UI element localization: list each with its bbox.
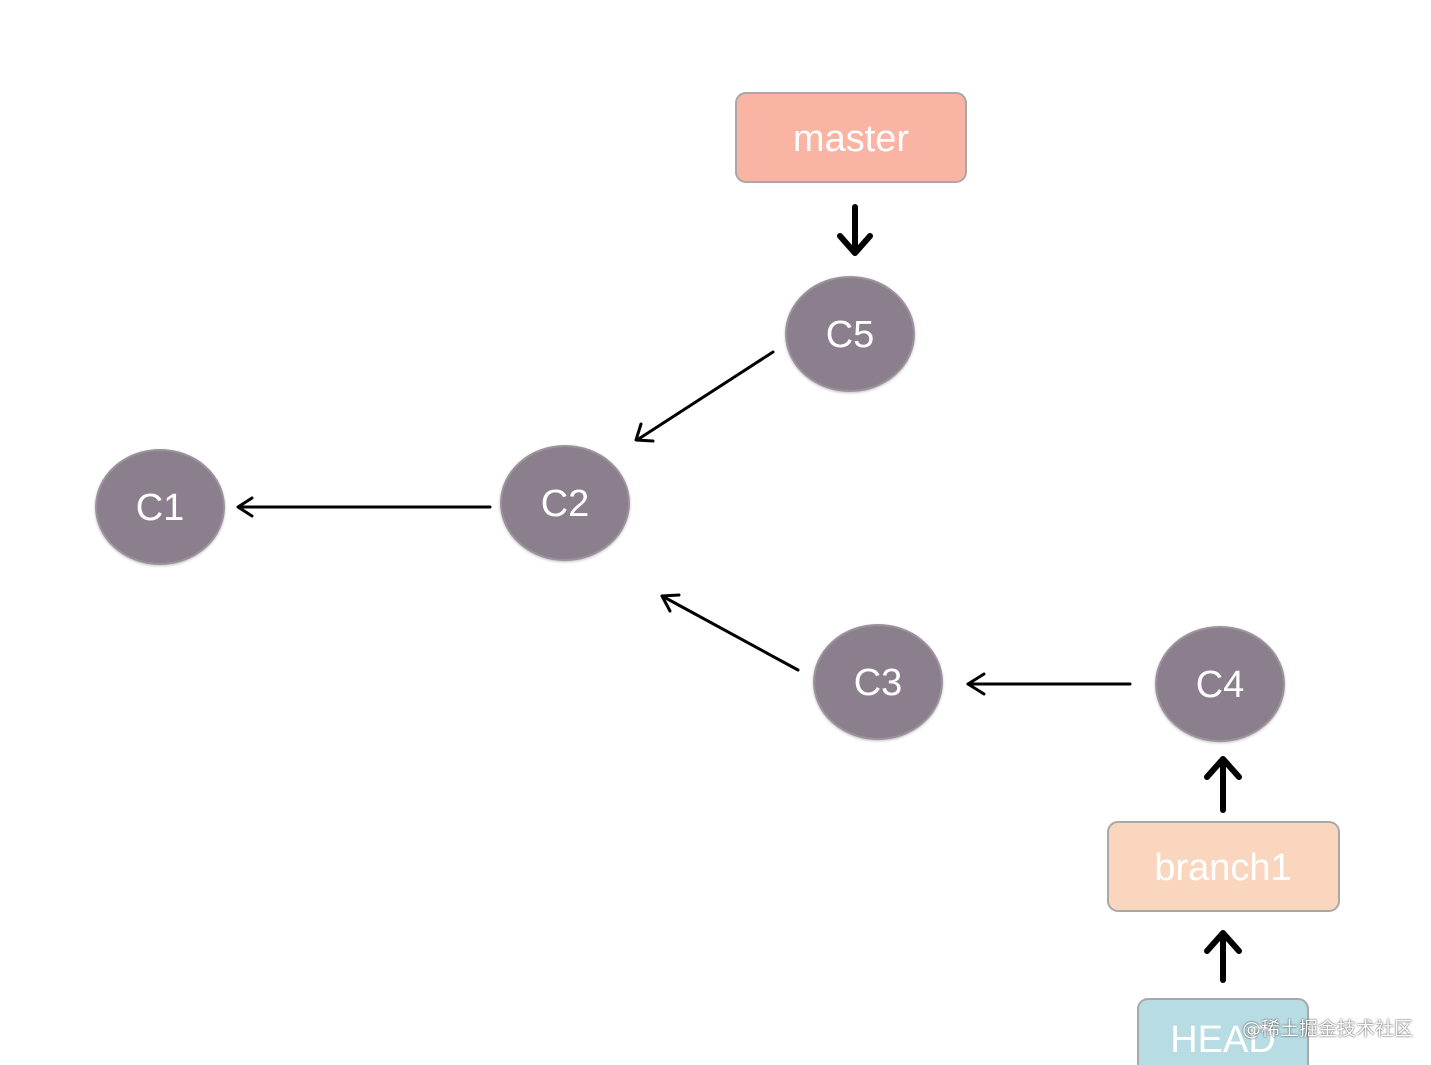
arrow-c5-to-c2 <box>634 350 775 443</box>
ref-master[interactable]: master <box>735 92 967 183</box>
arrow-c4-to-c3 <box>966 672 1132 696</box>
ref-head[interactable]: HEAD <box>1137 998 1309 1065</box>
commit-c2-label: C2 <box>541 483 590 525</box>
ref-master-label: master <box>793 118 909 160</box>
watermark: @稀土掘金技术社区 <box>1242 1018 1414 1040</box>
commit-c5[interactable]: C5 <box>785 276 915 392</box>
ref-branch1-label: branch1 <box>1154 847 1291 889</box>
commit-c2[interactable]: C2 <box>500 445 630 561</box>
commit-c4-label: C4 <box>1196 664 1245 706</box>
commit-c3-label: C3 <box>854 662 903 704</box>
ref-head-label: HEAD <box>1170 1019 1276 1061</box>
arrow-master-to-c5 <box>837 204 873 256</box>
commit-c1-label: C1 <box>136 487 185 529</box>
commit-c1[interactable]: C1 <box>95 449 225 565</box>
commit-c4[interactable]: C4 <box>1155 626 1285 742</box>
arrow-branch1-to-c4 <box>1204 756 1242 813</box>
commit-c3[interactable]: C3 <box>813 624 943 740</box>
arrow-c3-to-c2 <box>660 593 800 672</box>
arrow-c2-to-c1 <box>236 496 492 518</box>
commit-c5-label: C5 <box>826 314 875 356</box>
arrow-head-to-branch1 <box>1204 930 1242 983</box>
ref-branch1[interactable]: branch1 <box>1107 821 1340 912</box>
